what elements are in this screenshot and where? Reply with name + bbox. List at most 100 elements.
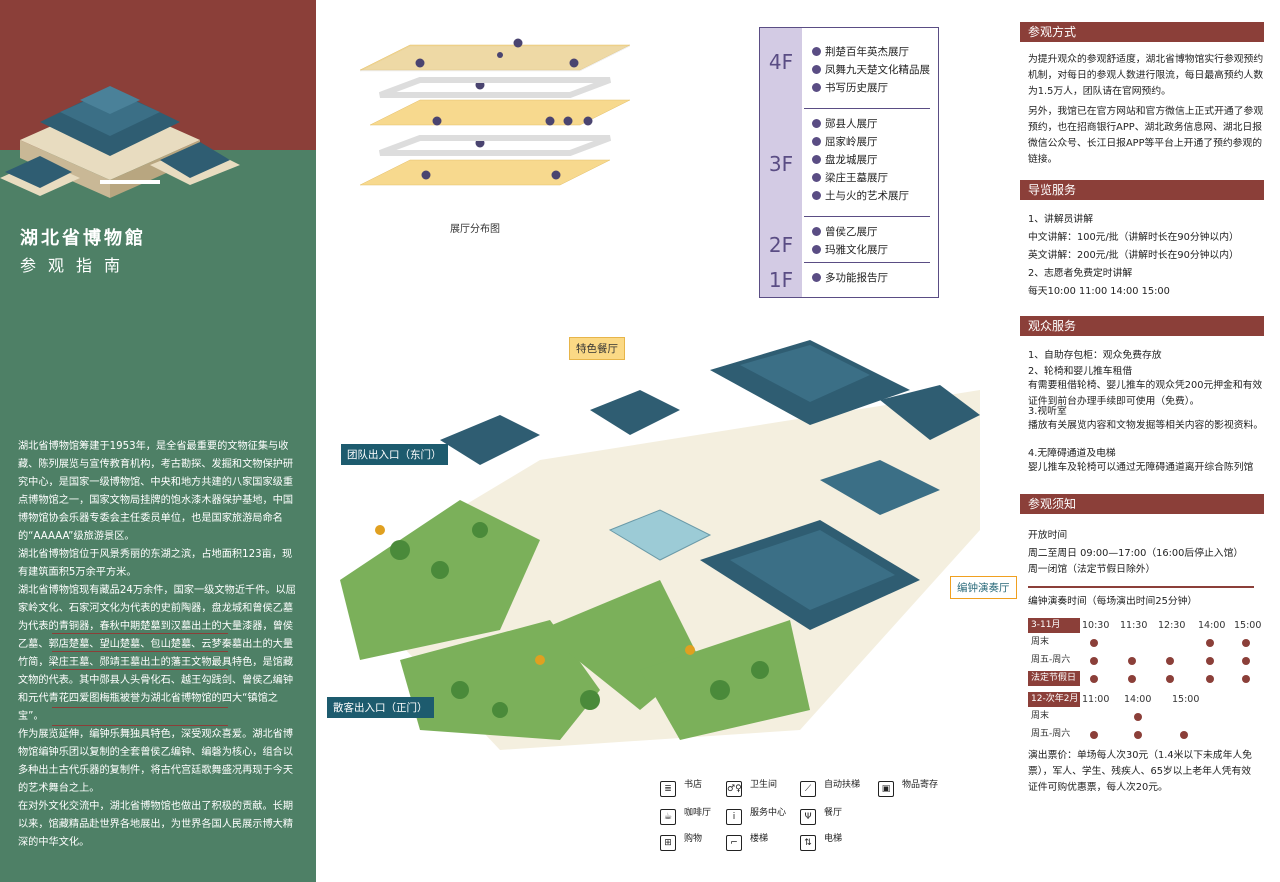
visit-text: 为提升观众的参观舒适度，湖北省博物馆实行参观预约机制，对每日的参观人数进行限流，… — [1028, 54, 1264, 97]
floor-label-1f: 1F — [768, 268, 794, 292]
hall-item: 梁庄王墓展厅 — [812, 170, 888, 185]
hall-marker-icon — [812, 191, 821, 200]
hall-marker-icon — [812, 83, 821, 92]
book-icon: ≣ — [660, 781, 676, 797]
open-hours-title: 开放时间 — [1028, 530, 1068, 541]
hall-marker-icon — [812, 273, 821, 282]
show-dot — [1128, 675, 1136, 683]
show-dot — [1166, 675, 1174, 683]
hall-item: 玛雅文化展厅 — [812, 242, 888, 257]
schedule-row: 周末 — [1028, 635, 1256, 650]
hall-item: 屈家岭展厅 — [812, 134, 878, 149]
shop-icon: ⊞ — [660, 835, 676, 851]
legend-item: ⊞购物 — [660, 831, 702, 851]
hall-marker-icon — [812, 173, 821, 182]
schedule-title: 编钟演奏时间（每场演出时间25分钟） — [1028, 596, 1198, 607]
floor-index-panel: 4F 3F 2F 1F 荆楚百年英杰展厅 凤舞九天楚文化精品展 书写历史展厅 郧… — [759, 27, 939, 298]
guide-section-header: 导览服务 — [1020, 180, 1264, 200]
audience-section-header: 观众服务 — [1020, 316, 1264, 336]
hall-marker-icon — [812, 227, 821, 236]
museum-intro: 湖北省博物馆筹建于1953年，是全省最重要的文物征集与收藏、陈列展览与宣传教育机… — [18, 438, 298, 852]
hall-marker-icon — [812, 137, 821, 146]
locker-icon: ▣ — [878, 781, 894, 797]
service-icon: i — [726, 809, 742, 825]
hall-item: 郧县人展厅 — [812, 116, 878, 131]
show-dot — [1242, 639, 1250, 647]
show-dot — [1090, 731, 1098, 739]
hall-item: 多功能报告厅 — [812, 270, 888, 285]
schedule-divider — [52, 633, 228, 634]
hall-marker-icon — [812, 155, 821, 164]
audience-line: 婴儿推车及轮椅可以通过无障碍通道离开综合陈列馆 — [1028, 462, 1254, 473]
audience-line: 播放有关展览内容和文物发掘等相关内容的影视资料。 — [1028, 420, 1264, 431]
show-dot — [1206, 639, 1214, 647]
elevator-icon: ⇅ — [800, 835, 816, 851]
group-exit-callout: 团队出入口（东门） — [341, 444, 448, 465]
show-dot — [1090, 675, 1098, 683]
hall-item: 曾侯乙展厅 — [812, 224, 878, 239]
open-hours-line: 周一闭馆（法定节假日除外） — [1028, 564, 1156, 575]
notice-section-header: 参观须知 — [1020, 494, 1264, 514]
legend-item: ≣书店 — [660, 777, 702, 797]
section-rule — [1028, 586, 1254, 588]
floor-column — [760, 28, 802, 297]
intro-paragraph: 湖北省博物馆现有藏品24万余件，国家一级文物近千件。以屈家岭文化、石家河文化为代… — [18, 585, 296, 722]
hall-marker-icon — [812, 119, 821, 128]
visitor-exit-callout: 散客出入口（正门） — [327, 697, 434, 718]
audience-line: 1、自助存包柜：观众免费存放 — [1028, 350, 1162, 361]
show-dot — [1128, 657, 1136, 665]
hall-item: 土与火的艺术展厅 — [812, 188, 909, 203]
hall-item: 凤舞九天楚文化精品展 — [812, 62, 930, 77]
season2-header: 12-次年2月 11:00 14:00 15:00 — [1028, 692, 1256, 707]
dining-icon: Ψ — [800, 809, 816, 825]
intro-paragraph: 湖北省博物馆筹建于1953年，是全省最重要的文物征集与收藏、陈列展览与宣传教育机… — [18, 441, 294, 542]
stairs-icon: ⌐ — [726, 835, 742, 851]
visit-text: 另外，我馆已在官方网站和官方微信上正式开通了参观预约，也在招商银行APP、湖北政… — [1028, 106, 1264, 165]
guide-subtitle: 参观指南 — [20, 256, 133, 275]
guide-line: 1、讲解员讲解 — [1028, 214, 1094, 225]
hall-marker-icon — [812, 47, 821, 56]
audience-line: 3.视听室 — [1028, 406, 1067, 417]
schedule-row: 周五-周六 — [1028, 727, 1256, 742]
coffee-icon: ☕ — [660, 809, 676, 825]
schedule-row: 周五-周六 — [1028, 653, 1256, 668]
guide-line: 2、志愿者免费定时讲解 — [1028, 268, 1133, 279]
legend-item: ⇅电梯 — [800, 831, 842, 851]
intro-paragraph: 在对外文化交流中，湖北省博物馆也做出了积极的贡献。长期以来，馆藏精品赴世界各地展… — [18, 801, 294, 848]
restaurant-callout: 特色餐厅 — [569, 337, 625, 360]
escalator-icon: ⟋ — [800, 781, 816, 797]
schedule-divider — [52, 669, 228, 670]
ticket-info: 演出票价：单场每人次30元（1.4米以下未成年人免票），军人、学生、残疾人、65… — [1028, 750, 1252, 793]
show-dot — [1134, 731, 1142, 739]
schedule-divider — [52, 725, 228, 726]
hall-item: 盘龙城展厅 — [812, 152, 878, 167]
guide-line: 中文讲解：100元/批（讲解时长在90分钟以内） — [1028, 232, 1239, 243]
open-hours-line: 周二至周日 09:00—17:00（16:00后停止入馆） — [1028, 548, 1244, 559]
floor-divider — [804, 108, 930, 109]
show-dot — [1242, 675, 1250, 683]
schedule-row: 法定节假日 — [1028, 671, 1256, 686]
show-dot — [1134, 713, 1142, 721]
floor-label-2f: 2F — [768, 233, 794, 257]
legend-item: ♂♀卫生间 — [726, 777, 777, 797]
legend-item: ▣物品寄存 — [878, 777, 938, 797]
show-dot — [1242, 657, 1250, 665]
floor-divider — [804, 216, 930, 217]
schedule-row: 周末 — [1028, 709, 1256, 724]
left-intro-panel — [0, 150, 316, 882]
museum-site-map — [340, 340, 980, 750]
audience-line: 2、轮椅和婴儿推车租借 — [1028, 366, 1133, 377]
museum-building-illustration — [0, 86, 240, 198]
season1-header: 3-11月 10:30 11:30 12:30 14:00 15:00 — [1028, 618, 1261, 633]
floor-divider — [804, 262, 930, 263]
schedule-divider — [52, 651, 228, 652]
show-dot — [1206, 675, 1214, 683]
legend-item: ⟋自动扶梯 — [800, 777, 860, 797]
audience-line: 4.无障碍通道及电梯 — [1028, 448, 1116, 459]
visit-section-header: 参观方式 — [1020, 22, 1264, 42]
show-dot — [1206, 657, 1214, 665]
legend-item: ☕咖啡厅 — [660, 805, 711, 825]
chime-hall-callout: 编钟演奏厅 — [950, 576, 1017, 599]
